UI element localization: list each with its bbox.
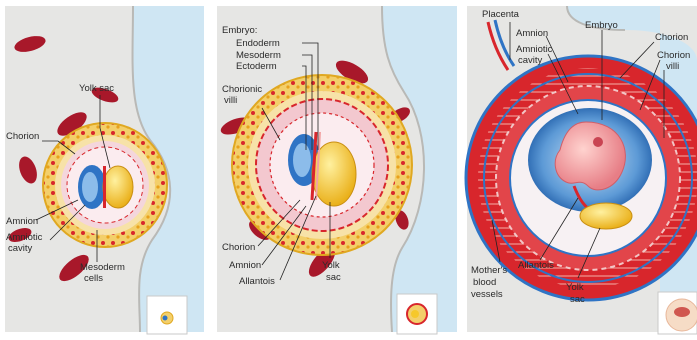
label-amniotic-cavity-line2: cavity [8,243,33,254]
label-mesoderm-cells-line1: Mesoderm [80,262,125,273]
label-chorion: Chorion [6,131,39,142]
label-yolk-sac: Yolk sac [79,83,114,94]
label-amniotic-cavity-line1: Amniotic [516,44,553,55]
label-chorion: Chorion [222,242,255,253]
panel-1: Yolk sac Chorion Amnion Amniotic cavity … [5,6,204,334]
label-amnion: Amnion [229,260,261,271]
conceptus-stage-2 [232,75,412,255]
inset-thumbnail-3 [658,292,697,334]
inset-thumbnail-1 [147,296,187,334]
label-embryo: Embryo: [222,25,257,36]
label-chorion: Chorion [655,32,688,43]
yolk-sac-shape [103,166,133,208]
label-amnion: Amnion [6,216,38,227]
label-amniotic-cavity-line1: Amniotic [6,232,43,243]
label-ectoderm: Ectoderm [236,61,277,72]
panel-2: Embryo: Endoderm Mesoderm Ectoderm Chori… [217,6,457,334]
label-allantois: Allantois [239,276,275,287]
inset-thumbnail-2 [397,294,437,334]
label-yolk-sac-line2: sac [326,272,341,283]
label-yolk-sac-line1: Yolk [566,282,584,293]
label-amnion: Amnion [516,28,548,39]
label-yolk-sac-line1: Yolk [322,260,340,271]
label-chorionic-villi-line1: Chorionic [222,84,262,95]
conceptus-stage-3 [466,56,697,300]
label-placenta: Placenta [482,9,520,20]
label-chorionic-villi-line2: villi [224,95,237,106]
label-amniotic-cavity-line2: cavity [518,55,543,66]
panel-3: Placenta Amnion Amniotic cavity Embryo C… [466,6,697,334]
label-chorionic-villi-line1: Chorion [657,50,690,61]
label-chorionic-villi-line2: villi [666,61,679,72]
label-mesoderm-cells-line2: cells [84,273,103,284]
label-mothers-blood-vessels-line1: Mother's [471,265,507,276]
label-mothers-blood-vessels-line2: blood [473,277,496,288]
label-mothers-blood-vessels-line3: vessels [471,289,503,300]
yolk-sac-shape [580,203,632,229]
label-endoderm: Endoderm [236,38,280,49]
label-yolk-sac-line2: sac [570,294,585,305]
label-mesoderm: Mesoderm [236,50,281,61]
label-embryo: Embryo [585,20,618,31]
label-allantois: Allantois [518,260,554,271]
